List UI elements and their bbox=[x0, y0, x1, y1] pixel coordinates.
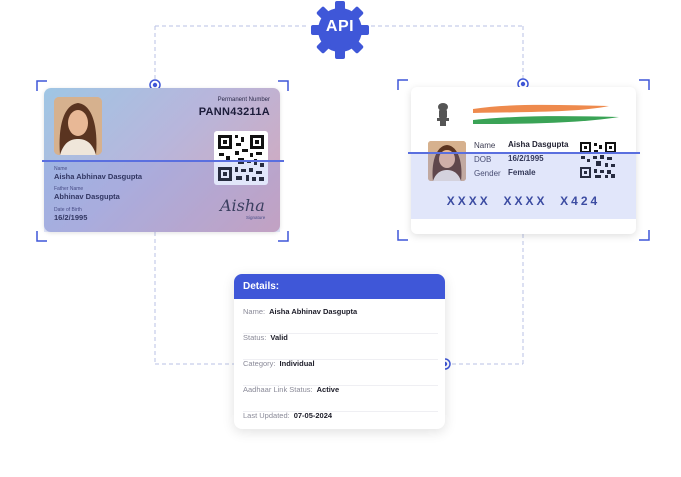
details-row: Status:Valid bbox=[243, 333, 438, 360]
pan-qr-code bbox=[214, 131, 268, 185]
details-title: Details: bbox=[234, 274, 445, 299]
details-row: Name:Aisha Abhinav Dasgupta bbox=[243, 307, 438, 334]
aadhaar-dob-label: DOB bbox=[474, 155, 492, 164]
aadhaar-name-label: Name bbox=[474, 141, 496, 150]
pan-photo bbox=[54, 97, 102, 155]
api-gear-icon: API bbox=[309, 0, 371, 60]
scan-highlight bbox=[44, 160, 280, 232]
aadhaar-gender-value: Female bbox=[508, 168, 536, 177]
aadhaar-card: Name Aisha Dasgupta DOB 16/2/1995 Gender… bbox=[411, 87, 636, 234]
details-row: Category:Individual bbox=[243, 359, 438, 386]
details-value: Valid bbox=[270, 333, 288, 342]
pan-dob-value: 16/2/1995 bbox=[54, 213, 88, 222]
details-value: Aisha Abhinav Dasgupta bbox=[269, 307, 358, 316]
aadhaar-number: XXXX XXXX X424 bbox=[446, 194, 601, 208]
api-label: API bbox=[325, 18, 355, 35]
details-value: Individual bbox=[279, 359, 315, 368]
details-value: Active bbox=[316, 385, 340, 394]
aadhaar-gender-label: Gender bbox=[474, 169, 501, 178]
details-key: Category: bbox=[243, 359, 276, 368]
pan-number: PANN43211A bbox=[198, 106, 270, 118]
details-key: Aadhaar Link Status: bbox=[243, 385, 313, 394]
details-key: Status: bbox=[243, 333, 267, 342]
pan-father-label: Father Name bbox=[54, 186, 84, 192]
details-value: 07-05-2024 bbox=[293, 411, 333, 420]
details-row: Last Updated:07-05-2024 bbox=[243, 411, 438, 429]
scan-line bbox=[42, 160, 284, 162]
details-row: Aadhaar Link Status:Active bbox=[243, 385, 438, 412]
emblem-icon bbox=[435, 101, 451, 127]
pan-name-value: Aisha Abhinav Dasgupta bbox=[54, 172, 143, 181]
pan-dob-label: Date of Birth bbox=[54, 207, 82, 213]
pan-signature: Aisha bbox=[220, 196, 265, 215]
aadhaar-qr-code bbox=[578, 140, 618, 180]
scan-line bbox=[408, 152, 640, 154]
aadhaar-name-value: Aisha Dasgupta bbox=[508, 140, 569, 149]
scan-highlight bbox=[411, 153, 636, 219]
pan-father-value: Abhinav Dasgupta bbox=[54, 192, 120, 201]
flag-stripes bbox=[471, 103, 621, 127]
aadhaar-photo bbox=[428, 141, 466, 181]
details-panel: Details: Name:Aisha Abhinav Dasgupta Sta… bbox=[234, 274, 445, 429]
pan-name-label: Name bbox=[54, 166, 68, 172]
aadhaar-dob-value: 16/2/1995 bbox=[508, 154, 544, 163]
pan-permanent-number-label: Permanent Number bbox=[217, 97, 270, 103]
details-key: Last Updated: bbox=[243, 411, 290, 420]
details-key: Name: bbox=[243, 307, 266, 316]
pan-signature-label: Signature bbox=[246, 215, 266, 220]
